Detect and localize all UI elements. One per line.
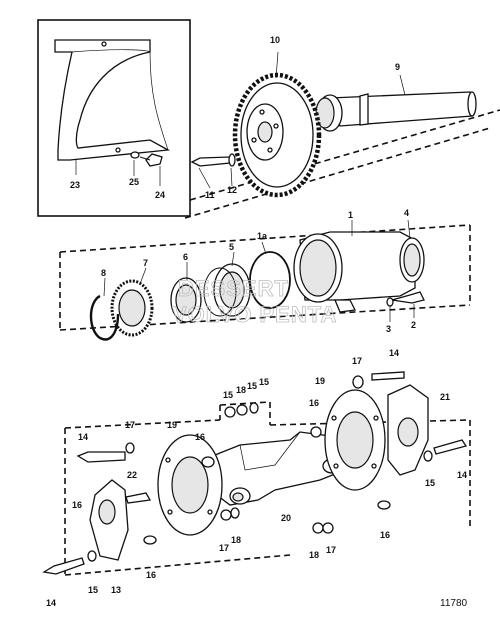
- bearing-housing-group: [59, 219, 471, 341]
- callout-23: 23: [70, 180, 80, 190]
- callout-14a: 14: [389, 348, 399, 358]
- callout-13: 13: [111, 585, 121, 595]
- callout-20: 20: [281, 513, 291, 523]
- inset-box: [37, 19, 191, 217]
- gear-shaft-group: [184, 51, 500, 219]
- callout-19b: 19: [167, 420, 177, 430]
- callout-1a: 1a: [257, 231, 268, 241]
- callout-15d: 15: [88, 585, 98, 595]
- callout-14b: 14: [78, 432, 88, 442]
- callout-3: 3: [386, 324, 391, 334]
- callout-6: 6: [183, 252, 188, 262]
- bracket-group: [42, 371, 471, 576]
- callout-16b: 16: [195, 432, 205, 442]
- callout-14d: 14: [46, 598, 56, 608]
- callout-18b: 18: [231, 535, 241, 545]
- callout-14c: 14: [457, 470, 467, 480]
- callout-24: 24: [155, 190, 165, 200]
- callout-22: 22: [127, 470, 137, 480]
- callout-17b: 17: [125, 420, 135, 430]
- callout-15b: 15: [247, 381, 257, 391]
- callout-19a: 19: [315, 376, 325, 386]
- watermark-line2: VOLVO PENTA: [172, 302, 337, 327]
- callout-2: 2: [411, 320, 416, 330]
- callout-21: 21: [440, 392, 450, 402]
- callout-1: 1: [348, 210, 353, 220]
- callout-9: 9: [395, 62, 400, 72]
- callout-18a: 18: [236, 385, 246, 395]
- callout-15e: 15: [259, 377, 269, 387]
- callout-16e: 16: [72, 500, 82, 510]
- callout-15c: 15: [425, 478, 435, 488]
- callout-16c: 16: [380, 530, 390, 540]
- callout-15a: 15: [223, 390, 233, 400]
- watermark: DESSERT VOLVO PENTA: [172, 276, 337, 328]
- callout-17c: 17: [219, 543, 229, 553]
- callout-10: 10: [270, 35, 280, 45]
- watermark-line1: DESSERT: [178, 276, 289, 301]
- callout-7: 7: [143, 258, 148, 268]
- callout-17a: 17: [352, 356, 362, 366]
- callout-12: 12: [227, 185, 237, 195]
- callout-18c: 18: [309, 550, 319, 560]
- callout-5: 5: [229, 242, 234, 252]
- callout-17d: 17: [326, 545, 336, 555]
- callout-25: 25: [129, 177, 139, 187]
- callout-4: 4: [404, 208, 409, 218]
- drawing-number: 11780: [440, 598, 468, 609]
- callouts: 10 9 23 25 24 11 12 1 4 1a 5 6 7 8 3 2 1…: [46, 35, 467, 608]
- callout-8: 8: [101, 268, 106, 278]
- callout-16a: 16: [309, 398, 319, 408]
- callout-16d: 16: [146, 570, 156, 580]
- callout-11: 11: [205, 190, 215, 200]
